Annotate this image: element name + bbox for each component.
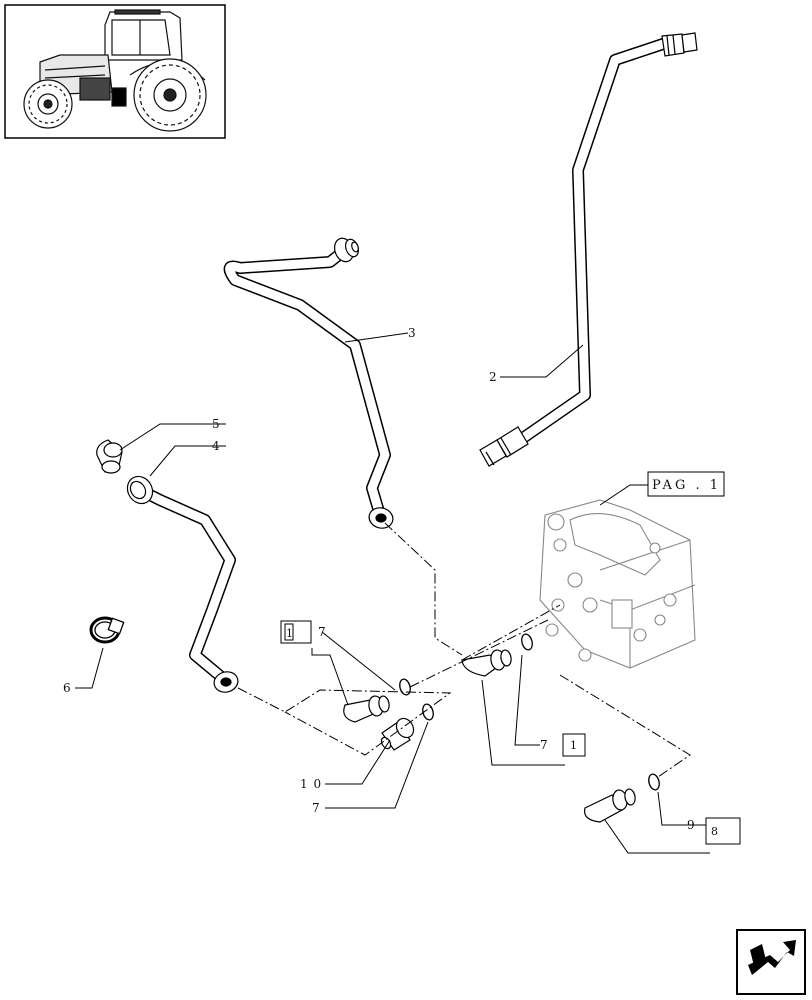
hose-clamp-6[interactable] <box>89 616 125 644</box>
callout-7-top: 7 <box>318 625 327 639</box>
pipe-2[interactable] <box>479 32 698 467</box>
adapter-fitting-10[interactable] <box>380 715 417 751</box>
callout-10: 1 0 <box>300 777 322 791</box>
callout-5: 5 <box>212 417 221 431</box>
pipe-4-top-fitting <box>126 475 154 505</box>
callout-6: 6 <box>63 681 72 695</box>
pipe-2-top-fitting <box>661 32 698 57</box>
elbow-fitting-5[interactable] <box>96 439 123 474</box>
leader-lines <box>75 332 710 854</box>
callout-7-center: 7 <box>540 738 549 752</box>
callout-7-bottom: 7 <box>312 801 321 815</box>
ref-box-1-left-label: 1 <box>286 627 293 640</box>
ref-box-pag-1-label: PAG . 1 <box>652 478 721 493</box>
callout-2: 2 <box>489 370 498 384</box>
connection-lines <box>237 522 691 778</box>
ref-box-8[interactable]: 8 <box>705 817 741 845</box>
pipe-3[interactable] <box>223 236 396 531</box>
callout-9: 9 <box>687 818 696 832</box>
ref-box-1-center[interactable]: 1 <box>562 733 586 757</box>
o-ring-7-center[interactable] <box>520 633 534 651</box>
o-ring-7-lower[interactable] <box>421 703 435 721</box>
pipe-2-bottom-fitting <box>479 426 529 467</box>
pipe-4[interactable] <box>123 472 241 695</box>
pipe-3-bottom-fitting <box>368 507 394 529</box>
tractor-thumbnail[interactable] <box>4 4 226 139</box>
elbow-fitting-7-left[interactable] <box>343 695 391 723</box>
tractor-icon <box>23 9 207 132</box>
ref-box-pag-1[interactable]: PAG . 1 <box>647 471 725 497</box>
pipe-3-top-fitting <box>333 237 360 263</box>
ref-box-8-label: 8 <box>711 825 718 838</box>
control-valve-block[interactable] <box>539 499 696 669</box>
pipe-4-bottom-fitting <box>213 671 239 693</box>
elbow-fitting-9[interactable] <box>583 788 637 823</box>
ref-box-1-center-label: 1 <box>570 739 577 752</box>
callout-4: 4 <box>212 439 221 453</box>
next-page-arrow-icon[interactable] <box>736 929 806 995</box>
callout-3: 3 <box>408 326 417 340</box>
elbow-fitting-7-center[interactable] <box>461 649 512 677</box>
o-ring-7-left[interactable] <box>398 678 412 696</box>
ref-box-1-left[interactable]: 1 <box>280 620 312 644</box>
o-ring-9[interactable] <box>647 773 661 791</box>
